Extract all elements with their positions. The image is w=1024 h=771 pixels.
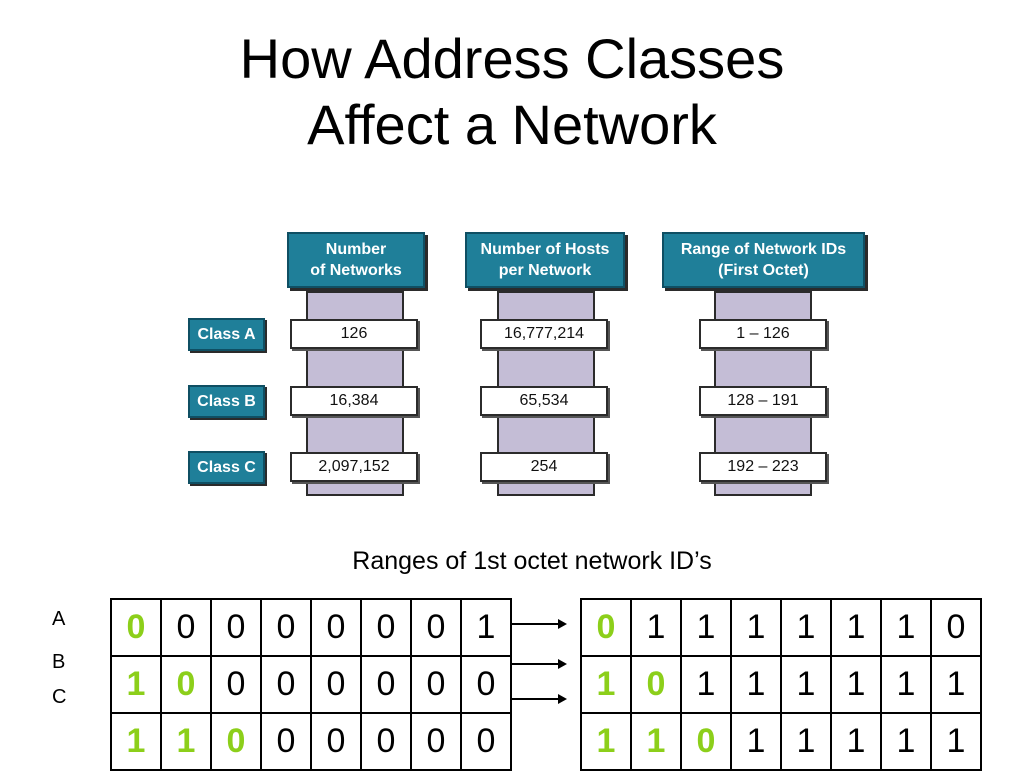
header-line: of Networks [310, 262, 402, 279]
bit-cell: 1 [630, 712, 682, 771]
header-line: Number of Hosts [480, 241, 610, 258]
row-label-c: C [52, 686, 67, 708]
class-a-label: Class A [188, 318, 265, 351]
bit-cell: 1 [110, 655, 162, 714]
hosts-class-b: 65,534 [480, 386, 608, 416]
bit-cell: 0 [630, 655, 682, 714]
bit-cell: 1 [880, 598, 932, 657]
bit-cell: 1 [930, 655, 982, 714]
bit-cell: 0 [360, 712, 412, 771]
bit-cell: 0 [310, 598, 362, 657]
bit-cell: 0 [160, 655, 212, 714]
bit-cell: 1 [830, 655, 882, 714]
bit-cell: 1 [830, 712, 882, 771]
title-line-1: How Address Classes [239, 27, 785, 90]
networks-class-a: 126 [290, 319, 418, 349]
networks-class-b: 16,384 [290, 386, 418, 416]
bit-cell: 1 [780, 598, 832, 657]
title-line-2: Affect a Network [307, 93, 717, 156]
bit-cell: 0 [110, 598, 162, 657]
bit-cell: 0 [580, 598, 632, 657]
hosts-class-a: 16,777,214 [480, 319, 608, 349]
bit-cell: 0 [310, 712, 362, 771]
header-number-of-networks: Number of Networks [287, 232, 425, 288]
bit-cell: 1 [110, 712, 162, 771]
bit-cell: 0 [460, 712, 512, 771]
class-c-label: Class C [188, 451, 265, 484]
bit-cell: 1 [730, 712, 782, 771]
bit-cell: 0 [410, 655, 462, 714]
range-class-b: 128 – 191 [699, 386, 827, 416]
header-line: per Network [498, 262, 592, 279]
range-class-c: 192 – 223 [699, 452, 827, 482]
octet-ranges-caption: Ranges of 1st octet network ID’s [352, 547, 712, 575]
arrow-icon [512, 694, 567, 704]
slide-title: How Address Classes Affect a Network [0, 26, 1024, 158]
bit-cell: 0 [930, 598, 982, 657]
bit-cell: 0 [460, 655, 512, 714]
hosts-class-c: 254 [480, 452, 608, 482]
bit-cell: 1 [680, 655, 732, 714]
bit-cell: 0 [210, 712, 262, 771]
networks-class-c: 2,097,152 [290, 452, 418, 482]
bit-cell: 1 [730, 655, 782, 714]
range-class-a: 1 – 126 [699, 319, 827, 349]
header-line: (First Octet) [718, 262, 809, 279]
bit-cell: 1 [780, 655, 832, 714]
bit-cell: 0 [260, 655, 312, 714]
bit-cell: 1 [160, 712, 212, 771]
row-label-b: B [52, 651, 66, 673]
bit-cell: 1 [680, 598, 732, 657]
arrow-icon [512, 619, 567, 629]
bit-cell: 1 [880, 655, 932, 714]
bit-cell: 0 [310, 655, 362, 714]
bit-cell: 1 [830, 598, 882, 657]
bit-cell: 1 [880, 712, 932, 771]
header-line: Range of Network IDs [680, 241, 847, 258]
arrow-icon [512, 659, 567, 669]
bit-cell: 0 [210, 655, 262, 714]
bit-cell: 1 [630, 598, 682, 657]
bit-cell: 0 [260, 712, 312, 771]
bit-cell: 0 [410, 598, 462, 657]
bit-cell: 0 [360, 598, 412, 657]
bit-cell: 1 [460, 598, 512, 657]
header-line: Number [325, 241, 387, 258]
bit-cell: 0 [160, 598, 212, 657]
bit-cell: 1 [580, 712, 632, 771]
bit-cell: 1 [730, 598, 782, 657]
header-network-id-range: Range of Network IDs (First Octet) [662, 232, 865, 288]
class-b-label: Class B [188, 385, 265, 418]
bit-cell: 0 [260, 598, 312, 657]
bit-cell: 0 [210, 598, 262, 657]
row-label-a: A [52, 608, 66, 630]
bit-cell: 0 [360, 655, 412, 714]
bit-cell: 1 [930, 712, 982, 771]
bit-cell: 1 [780, 712, 832, 771]
bit-cell: 0 [680, 712, 732, 771]
bit-cell: 0 [410, 712, 462, 771]
bit-cell: 1 [580, 655, 632, 714]
header-hosts-per-network: Number of Hosts per Network [465, 232, 625, 288]
